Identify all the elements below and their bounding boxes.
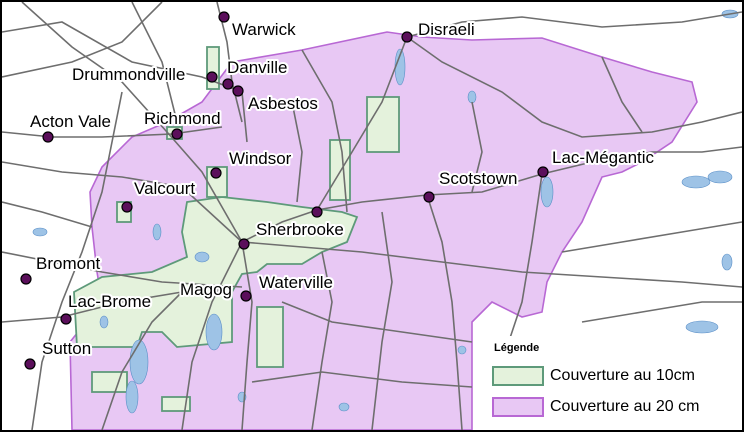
city-dot-lac-brome[interactable]	[60, 313, 72, 325]
city-label-windsor: Windsor	[229, 149, 292, 168]
water-bodies	[32, 9, 739, 414]
city-label-drummondville: Drummondville	[72, 65, 185, 84]
city-dot-bromont[interactable]	[20, 273, 32, 285]
city-dot-disraeli[interactable]	[401, 31, 413, 43]
city-dot-drummondville[interactable]	[206, 71, 218, 83]
city-label-warwick: Warwick	[232, 20, 296, 39]
city-dot-magog[interactable]	[238, 238, 250, 250]
city-label-valcourt: Valcourt	[134, 179, 195, 198]
city-label-lac-m-gantic: Lac-Mégantic	[552, 148, 655, 167]
city-dot-asbestos[interactable]	[232, 85, 244, 97]
city-dot-valcourt[interactable]	[121, 201, 133, 213]
legend-title: Légende	[494, 342, 540, 354]
legend: Légende Couverture au 10cm Couverture au…	[486, 336, 742, 430]
city-dot-sutton[interactable]	[24, 358, 36, 370]
legend-label-20cm: Couverture au 20 cm	[550, 398, 700, 415]
city-dot-sherbrooke[interactable]	[311, 206, 323, 218]
legend-swatch-20cm	[492, 397, 544, 417]
city-label-bromont: Bromont	[36, 254, 101, 273]
city-label-asbestos: Asbestos	[248, 94, 318, 113]
city-label-scotstown: Scotstown	[439, 169, 517, 188]
city-label-acton-vale: Acton Vale	[30, 112, 111, 131]
city-label-sutton: Sutton	[42, 339, 91, 358]
city-label-lac-brome: Lac-Brome	[68, 292, 151, 311]
city-dot-waterville[interactable]	[240, 290, 252, 302]
city-dot-lac-m-gantic[interactable]	[537, 166, 549, 178]
legend-item-10cm: Couverture au 10cm	[492, 365, 695, 387]
city-dot-warwick[interactable]	[218, 11, 230, 23]
city-label-disraeli: Disraeli	[418, 20, 475, 39]
legend-swatch-10cm	[492, 366, 544, 386]
city-label-magog: Magog	[180, 280, 232, 299]
city-dot-danville[interactable]	[222, 78, 234, 90]
city-dot-richmond[interactable]	[171, 128, 183, 140]
legend-label-10cm: Couverture au 10cm	[550, 367, 695, 384]
city-label-danville: Danville	[227, 58, 287, 77]
city-label-waterville: Waterville	[259, 273, 333, 292]
city-dot-acton-vale[interactable]	[42, 131, 54, 143]
city-label-richmond: Richmond	[144, 109, 221, 128]
city-dot-windsor[interactable]	[210, 167, 222, 179]
city-dot-scotstown[interactable]	[423, 191, 435, 203]
legend-item-20cm: Couverture au 20 cm	[492, 396, 699, 418]
city-label-sherbrooke: Sherbrooke	[256, 220, 344, 239]
